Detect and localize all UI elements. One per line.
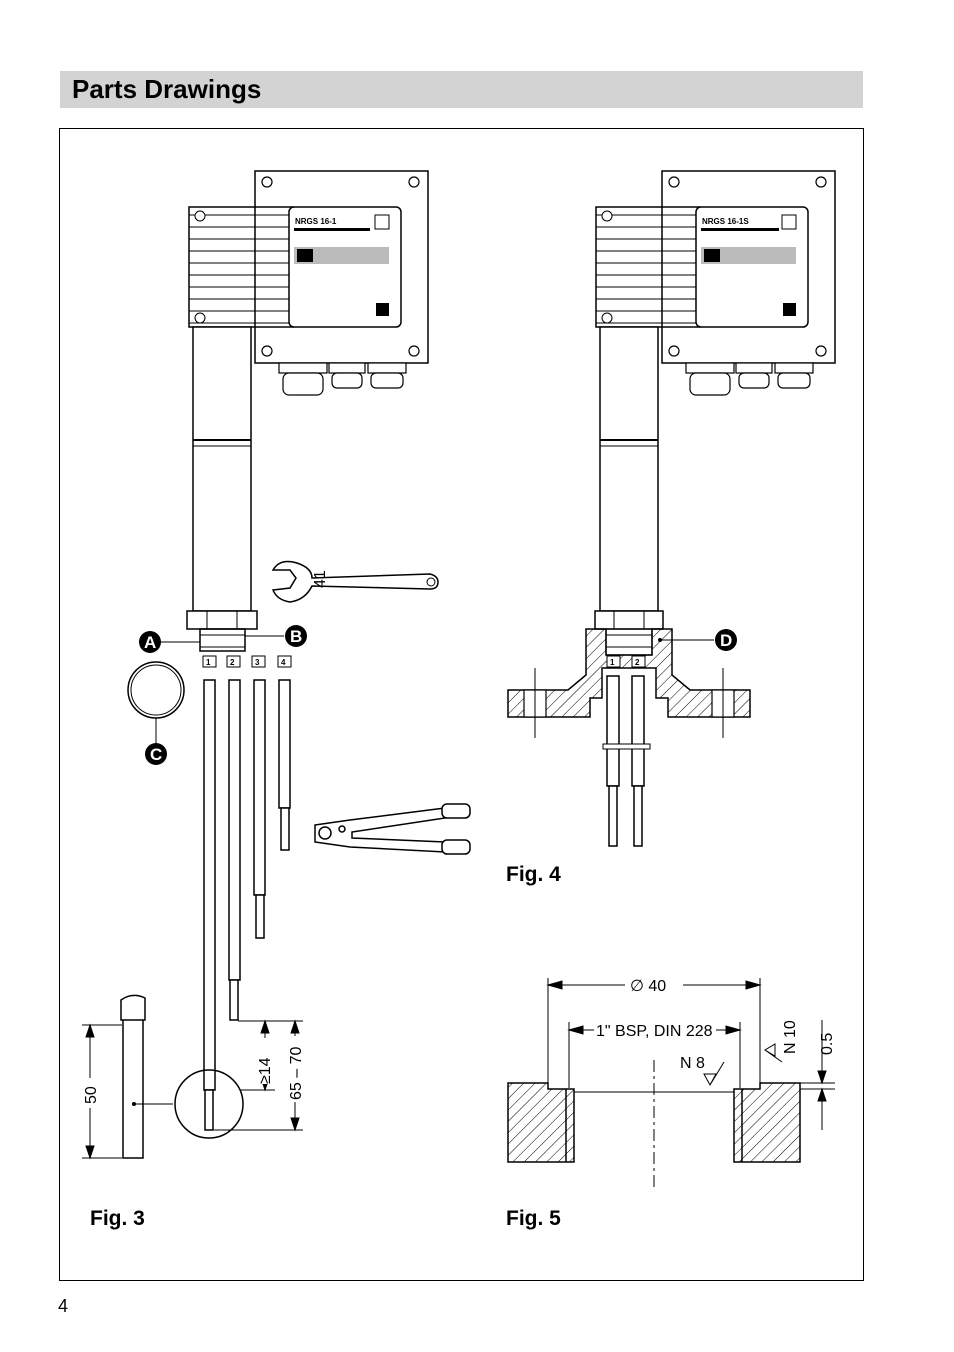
callout-d (715, 629, 737, 651)
fig4-hex-nut (594, 610, 664, 630)
section-header-bar: Parts Drawings (60, 71, 863, 108)
callout-b (285, 625, 307, 647)
terminal-1: 1 (206, 658, 211, 667)
fig3-dim-range (214, 1019, 303, 1132)
drawing-frame (59, 128, 864, 1281)
fig4-cooling-fins (595, 206, 701, 328)
fig3-label: Fig. 3 (90, 1207, 145, 1230)
terminal-2: 2 (230, 658, 235, 667)
fig3-detail-circle (174, 1069, 244, 1139)
fig3-cooling-fins (188, 206, 294, 328)
fig4-electrode-flange: NRGS 16-1S D 1 (507, 170, 836, 847)
fig5-diameter-label: ∅ 40 (630, 978, 666, 995)
fig3-cable-glands (278, 362, 407, 396)
fig3-dim-range-label: 65 – 70 (288, 1047, 305, 1100)
fig3-terminal-tags: 1 2 3 4 (202, 655, 292, 668)
fig5-thread-label: 1" BSP, DIN 228 (596, 1023, 713, 1040)
wrench-icon: 41 (271, 560, 439, 603)
fig4-front-panel (695, 206, 809, 328)
crimping-pliers-icon (314, 803, 471, 855)
terminal-3: 3 (255, 658, 260, 667)
fig3-electrode-assembly: NRGS 16-1 41 A (80, 170, 471, 1160)
callout-a (139, 631, 161, 653)
fig5-finish-n8: N 8 (680, 1055, 705, 1072)
fig3-thread (199, 628, 246, 652)
fig4-electrode-rods (606, 675, 645, 847)
fig4-terminal-1: 1 (610, 658, 615, 667)
fig4-label: Fig. 4 (506, 863, 561, 886)
callout-c-label: C (150, 745, 162, 764)
fig5-surface-finish-n10-icon (764, 1043, 783, 1063)
page-title: Parts Drawings (72, 74, 262, 104)
fig5-label: Fig. 5 (506, 1207, 561, 1230)
fig5-depth-label: 0.5 (819, 1033, 836, 1055)
fig3-hex-nut (186, 610, 258, 630)
fig4-terminal-2: 2 (635, 658, 640, 667)
fig4-electrode-tube (599, 326, 659, 612)
fig4-logo-icon (783, 303, 796, 316)
fig4-thread (605, 628, 653, 656)
callout-d-label: D (720, 631, 732, 650)
callout-b-label: B (290, 627, 302, 646)
fig5-finish-n10: N 10 (782, 1020, 799, 1054)
fig3-device-label: NRGS 16-1 (295, 217, 337, 226)
fig5-seating-surface: ∅ 40 1" BSP, DIN 228 N 8 N 10 0.5 (507, 975, 836, 1190)
fig3-electrode-rods (203, 679, 291, 1131)
fig4-cable-glands (685, 362, 814, 396)
fig3-front-panel (288, 206, 402, 328)
fig5-surface-finish-icon (703, 1061, 725, 1087)
fig3-dim-min-label: ≥14 (257, 1057, 274, 1084)
callout-a-label: A (144, 633, 156, 652)
terminal-4: 4 (281, 658, 286, 667)
fig3-sealing-ring (127, 661, 185, 719)
wrench-size-label: 41 (312, 570, 329, 588)
fig3-logo-icon (376, 303, 389, 316)
fig3-electrode-tube (192, 326, 252, 612)
fig3-rod-detail (120, 994, 173, 1159)
page-number: 4 (58, 1296, 69, 1316)
callout-c (145, 743, 167, 765)
fig3-dim-length-label: 50 (83, 1086, 100, 1104)
fig4-device-label: NRGS 16-1S (702, 217, 749, 226)
